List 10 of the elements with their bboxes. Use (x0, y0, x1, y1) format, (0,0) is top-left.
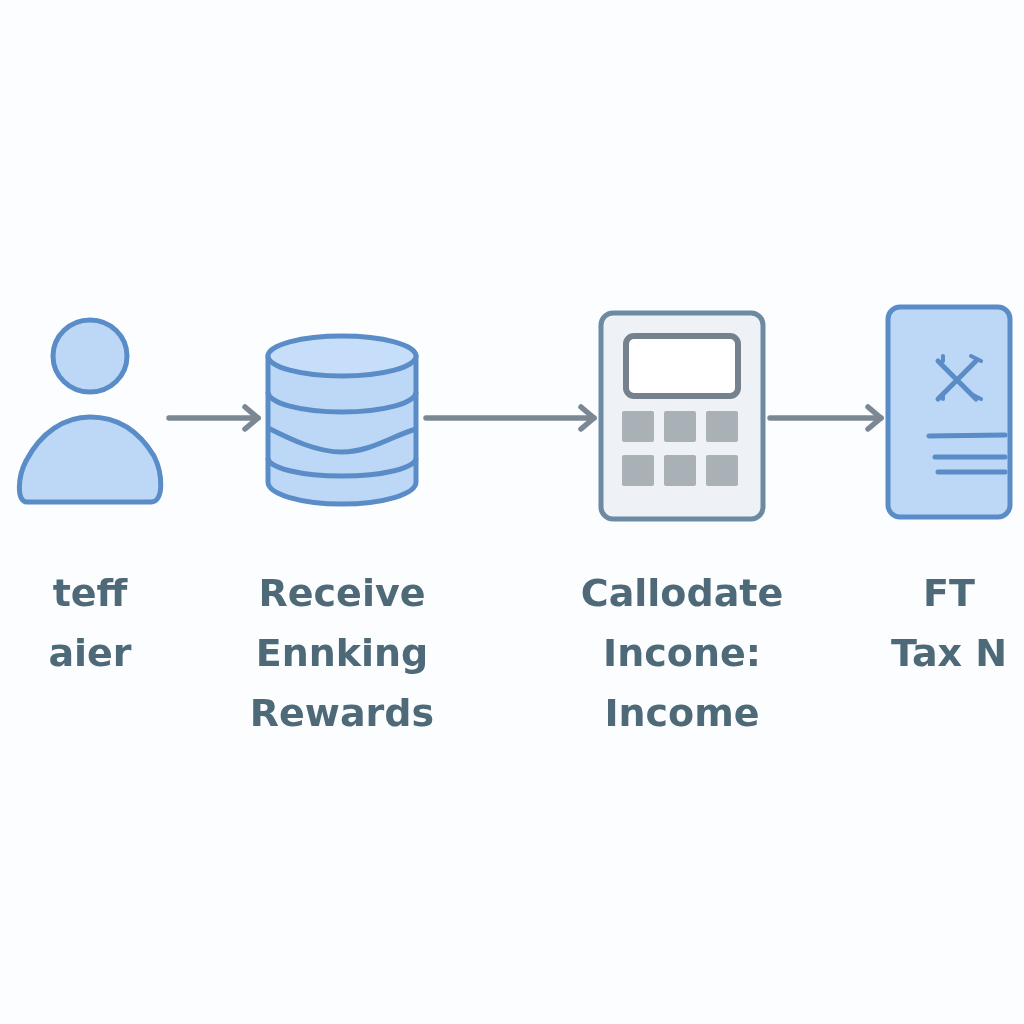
document-icon (885, 304, 1013, 520)
step-label: FT Tax N (889, 570, 1009, 677)
person-icon (15, 316, 165, 508)
calculator-icon (598, 310, 766, 522)
arrow (767, 404, 884, 432)
arrow (423, 404, 597, 432)
step-label: Receive Ennking Rewards (248, 570, 436, 737)
arrow (166, 404, 261, 432)
step-label: Callodate Incone: Income (579, 570, 785, 737)
step-label: teff aier (47, 570, 133, 677)
